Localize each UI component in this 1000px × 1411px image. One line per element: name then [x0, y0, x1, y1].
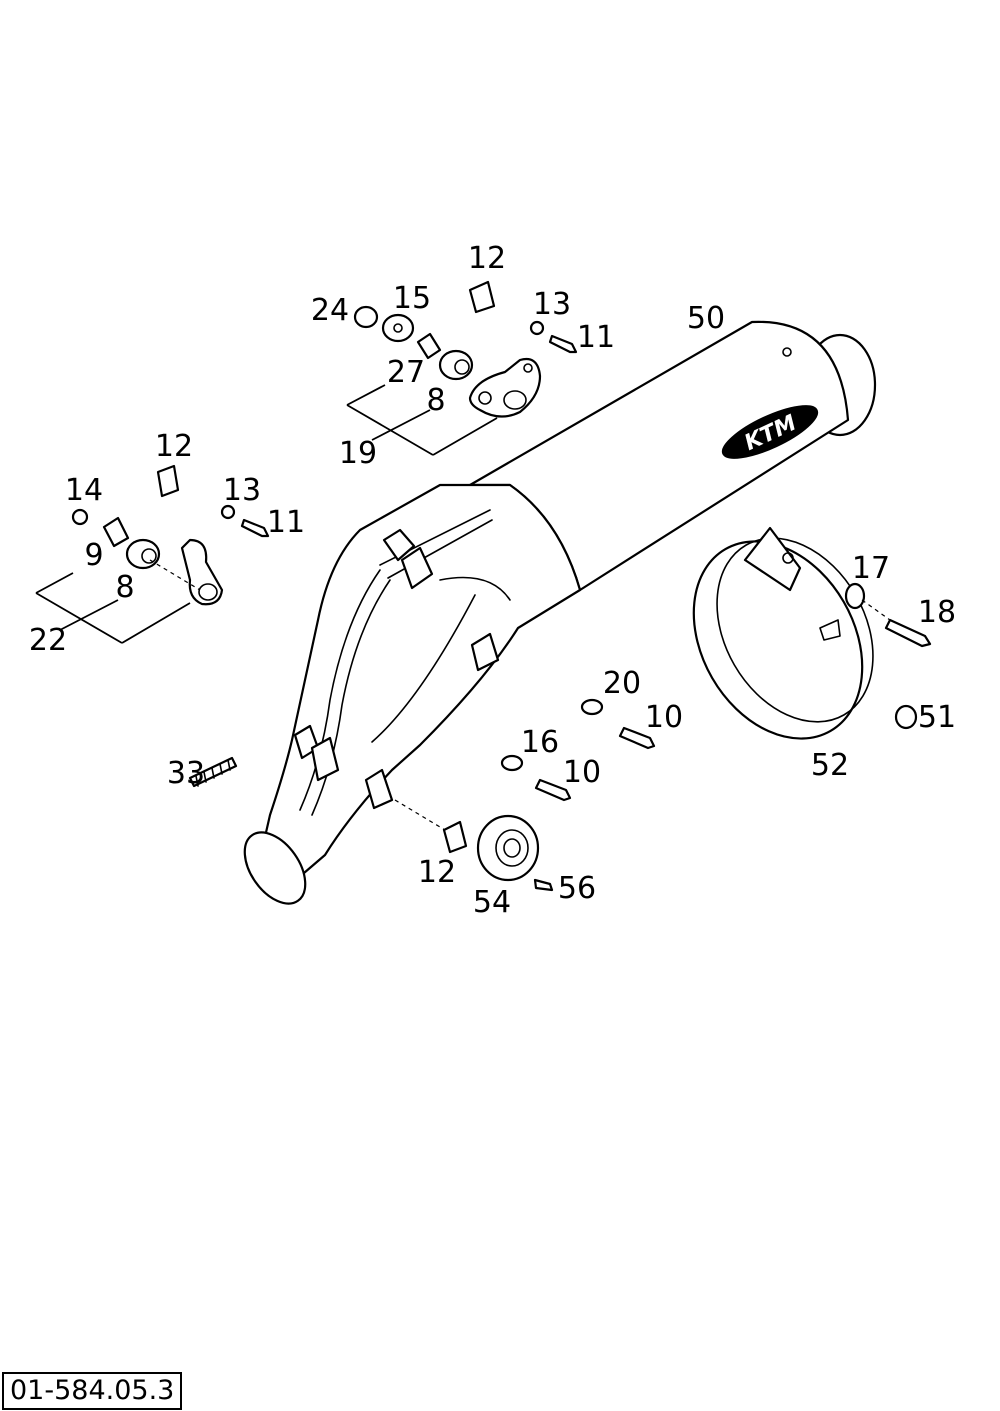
- part-10-bolt-b: [534, 778, 572, 802]
- callout-22: 22: [29, 623, 67, 658]
- part-20-washer: [580, 698, 604, 716]
- part-18-bolt: [884, 618, 932, 648]
- callout-50: 50: [687, 301, 725, 336]
- callout-11-top: 11: [577, 320, 615, 355]
- callout-51: 51: [918, 700, 956, 735]
- callout-52: 52: [811, 748, 849, 783]
- callout-12-bottom: 12: [418, 855, 456, 890]
- part-17-washer: [844, 582, 866, 610]
- callout-12-top: 12: [468, 241, 506, 276]
- body-tab-6: [364, 768, 394, 810]
- muffler-body: KTM: [243, 320, 877, 905]
- callout-9: 9: [84, 538, 103, 573]
- inlet-pipe: [243, 831, 307, 905]
- part-13-washer-left: [220, 504, 236, 520]
- callout-19: 19: [339, 436, 377, 471]
- callout-13-top: 13: [533, 287, 571, 322]
- part-27-sleeve: [416, 332, 442, 360]
- part-12-clip-top: [468, 280, 496, 314]
- body-tab-3: [470, 632, 500, 672]
- body-tab-2: [400, 546, 434, 590]
- callout-8-left: 8: [115, 570, 134, 605]
- part-10-bolt-a: [618, 726, 656, 750]
- ktm-logo-badge: [721, 405, 819, 459]
- part-14-nut: [71, 508, 89, 526]
- callout-8-top: 8: [426, 383, 445, 418]
- callout-17: 17: [852, 551, 890, 586]
- callout-24: 24: [311, 293, 349, 328]
- part-12-clip-left: [156, 464, 180, 498]
- body-tab-1: [382, 528, 416, 562]
- callout-labels: 50 12 24 15 13 11 27 8 19 12 14 13 11 9 …: [29, 241, 956, 920]
- callout-11-left: 11: [267, 505, 305, 540]
- part-22-bracket: [180, 538, 224, 606]
- callout-10-b: 10: [563, 755, 601, 790]
- heat-shield-ring: [692, 526, 874, 740]
- callout-15: 15: [393, 281, 431, 316]
- part-54-damper: [476, 814, 540, 882]
- callout-20: 20: [603, 666, 641, 701]
- part-19-bracket: [468, 358, 542, 418]
- part-11-bolt-left: [240, 518, 270, 538]
- part-56-screw: [533, 878, 554, 892]
- part-24-nut: [353, 305, 379, 329]
- part-16-washer: [500, 754, 524, 772]
- callout-56: 56: [558, 871, 596, 906]
- part-15-washer: [381, 313, 415, 343]
- upper-bracket-assembly: [346, 280, 578, 456]
- callout-18: 18: [918, 595, 956, 630]
- callout-54: 54: [473, 885, 511, 920]
- part-51-cap: [894, 704, 918, 730]
- left-bracket-assembly: [35, 464, 270, 644]
- callout-12-left: 12: [155, 429, 193, 464]
- drawing-code-label: 01-584.05.3: [2, 1372, 183, 1410]
- part-12-clip-bottom: [442, 820, 468, 854]
- part-9-sleeve: [102, 516, 130, 548]
- callout-10-a: 10: [645, 700, 683, 735]
- callout-33: 33: [167, 756, 205, 791]
- callout-16: 16: [521, 725, 559, 760]
- callout-13-left: 13: [223, 473, 261, 508]
- callout-27: 27: [387, 355, 425, 390]
- part-13-washer-top: [529, 320, 545, 336]
- callout-14: 14: [65, 473, 103, 508]
- body-tab-5: [310, 736, 340, 782]
- loose-hardware: [188, 582, 932, 892]
- part-11-bolt-top: [548, 334, 578, 354]
